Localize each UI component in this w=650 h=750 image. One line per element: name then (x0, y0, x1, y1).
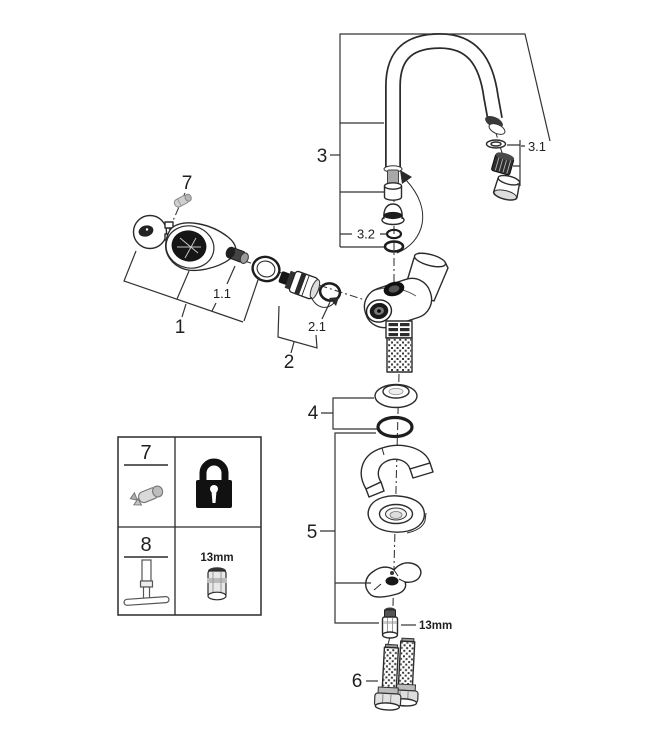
callout-2-label: 2 (284, 352, 295, 373)
tool-legend-box: 7 8 13mm (117, 436, 262, 616)
cartridge-oring (318, 282, 342, 302)
handle-grub-screw (173, 193, 192, 208)
base-washer (374, 383, 418, 409)
callout-6: 6 (352, 671, 378, 692)
spout-bearing-collar (381, 203, 405, 226)
aerator-assembly (485, 139, 521, 201)
handle-cap (132, 214, 174, 250)
body-top-port (383, 281, 405, 297)
cartridge (278, 270, 321, 300)
callout-13mm: 13mm (401, 620, 452, 632)
mounting-tool-icon (123, 559, 170, 606)
aerator-housing (492, 174, 521, 201)
spout-oring-large (383, 240, 405, 253)
callout-3-2-label: 3.2 (357, 227, 375, 242)
hex-nut-icon (207, 567, 227, 601)
callout-7: 7 (182, 173, 193, 194)
callout-3-1-label: 3.1 (528, 139, 546, 154)
handle-knob (165, 222, 237, 272)
callout-3: 3 3.2 (317, 33, 551, 248)
callout-2: 2.1 2 (277, 301, 331, 373)
shank-nut-13mm (381, 607, 399, 639)
spout-slip-ring (383, 182, 403, 201)
faucet-body (363, 252, 449, 373)
spout (383, 32, 506, 186)
body-side-port (365, 299, 393, 323)
padlock-icon (196, 458, 232, 508)
callout-7-label: 7 (182, 173, 193, 194)
horseshoe-spacer (360, 444, 434, 498)
stop-ring (251, 255, 281, 283)
spout-base-stub (383, 165, 403, 186)
body-threaded-shank (385, 320, 413, 373)
aerator-washer (485, 139, 507, 149)
cartridge-rotate-arrow (310, 296, 339, 308)
connection-hoses (373, 637, 419, 711)
callout-2-1-label: 2.1 (308, 319, 326, 334)
callout-3-1: 3.1 (507, 139, 546, 186)
spout-outlet-tip (485, 115, 506, 135)
callout-5: 5 (307, 432, 379, 624)
callout-1-1-label: 1.1 (213, 286, 231, 301)
mounting-nut (367, 495, 427, 534)
callout-3-label: 3 (317, 146, 328, 167)
handle-adapter (225, 246, 249, 265)
hose-left (373, 643, 402, 711)
callout-1: 1.1 1 (123, 250, 260, 338)
callout-5-label: 5 (307, 522, 318, 543)
claw-clamp (365, 562, 422, 598)
base-oring (376, 415, 414, 439)
swivel-arrow (396, 170, 424, 254)
aerator-insert (491, 152, 515, 176)
callout-13mm-label: 13mm (419, 620, 452, 632)
callout-4: 4 (308, 397, 377, 430)
legend-ref-8: 8 (140, 534, 151, 556)
callout-1-label: 1 (175, 317, 186, 338)
legend-ref-7: 7 (140, 442, 151, 464)
callout-6-label: 6 (352, 671, 363, 692)
hose-right (391, 637, 419, 707)
legend-wrench-size: 13mm (200, 552, 233, 564)
grub-screw-icon (129, 485, 164, 506)
callout-4-label: 4 (308, 403, 319, 424)
